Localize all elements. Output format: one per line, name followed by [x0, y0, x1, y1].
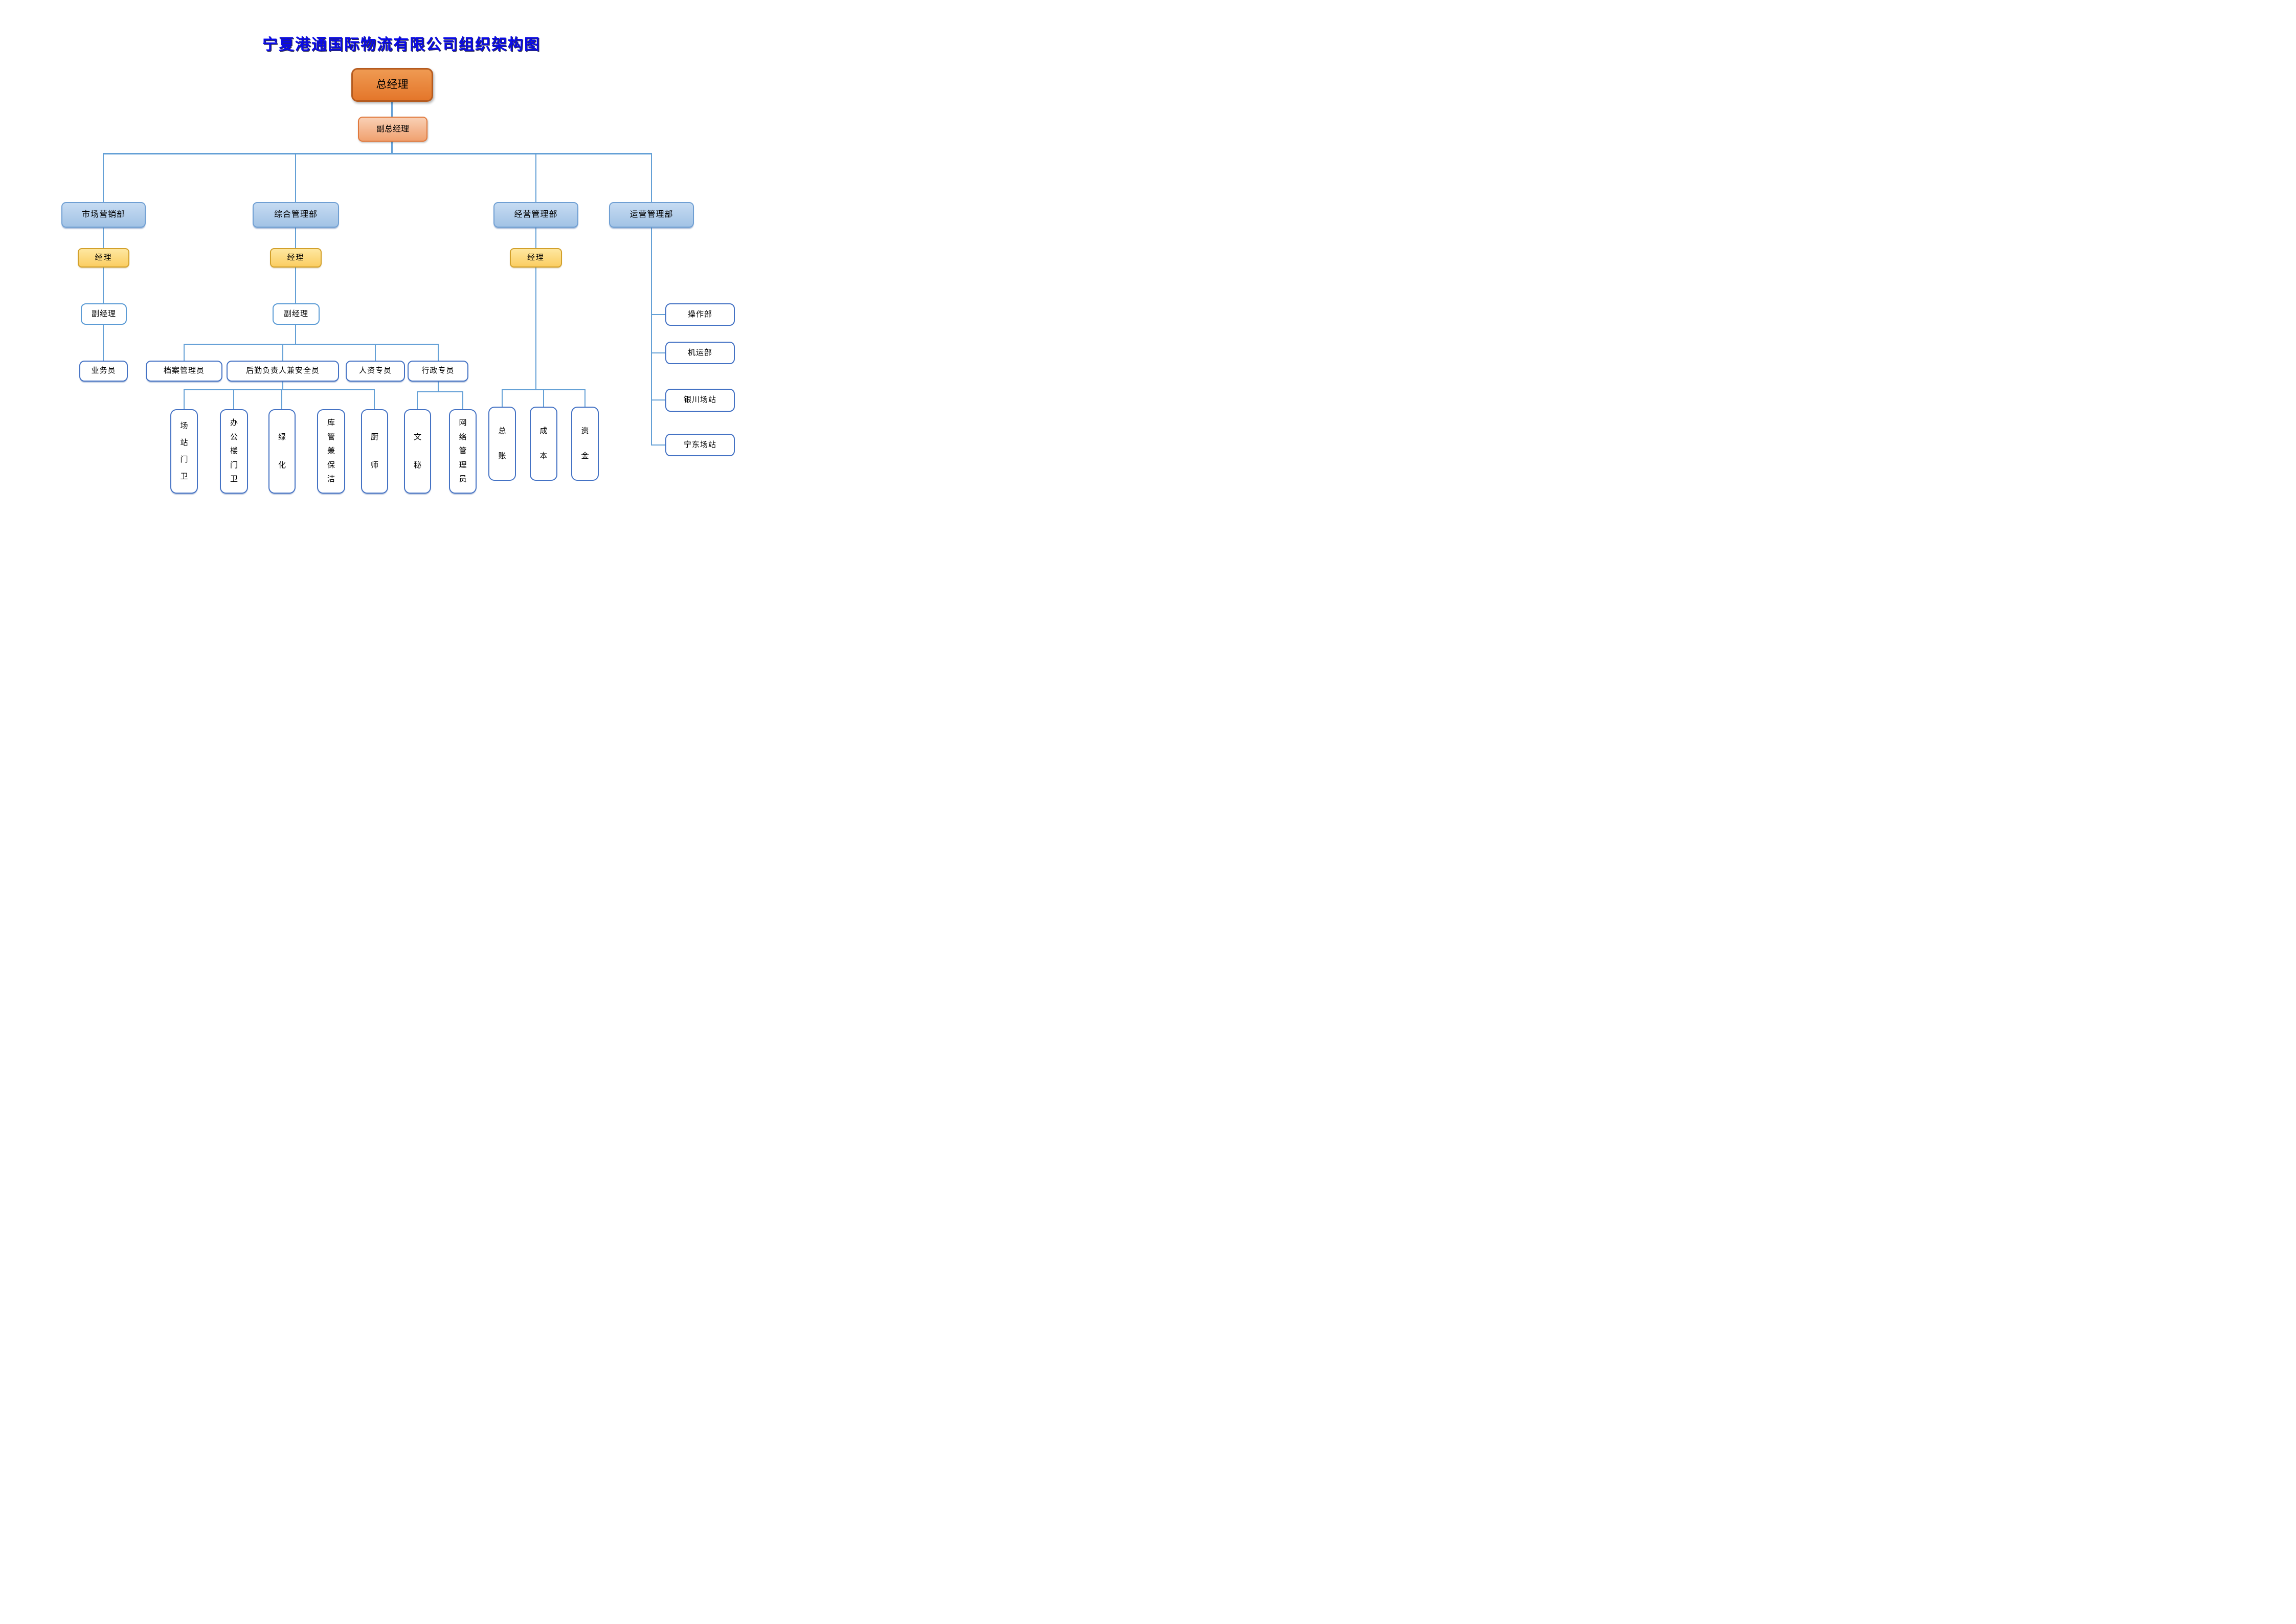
connector-stub-operation-dept	[651, 314, 665, 315]
node-deputy-general-manager: 副总经理	[358, 117, 427, 142]
connector-manager-deputy-mkt	[103, 268, 104, 303]
connector-drop-business	[535, 154, 536, 202]
connector-bus2	[184, 344, 439, 345]
connector-logistics-bus3	[282, 382, 283, 389]
connector-gm-dgm	[391, 102, 393, 117]
connector-admin-manager	[295, 228, 296, 248]
node-warehouse-cleaning: 库管兼保洁	[317, 409, 345, 494]
node-funds: 资金	[571, 407, 599, 481]
connector-main-bus	[103, 153, 652, 154]
connector-deputy-bus2	[295, 325, 296, 344]
node-business-mgmt-dept: 经营管理部	[493, 202, 578, 228]
node-operations-mgmt-dept: 运营管理部	[609, 202, 694, 228]
node-chef: 厨师	[361, 409, 388, 494]
connector-drop-admin	[295, 154, 296, 202]
node-yinchuan-station: 银川场站	[665, 389, 735, 412]
connector-marketing-manager	[103, 228, 104, 248]
node-marketing-deputy-manager: 副经理	[81, 303, 127, 325]
node-secretary: 文秘	[404, 409, 431, 494]
node-business-manager: 经理	[510, 248, 562, 268]
connector-stub-greening	[281, 389, 282, 409]
connector-stub-cost	[543, 389, 544, 407]
connector-dgm-bus	[391, 142, 393, 153]
connector-stub-ledger	[502, 389, 503, 407]
node-logistics-safety-officer: 后勤负责人兼安全员	[227, 361, 339, 382]
connector-drop-marketing	[103, 154, 104, 202]
connector-stub-station-guard	[184, 389, 185, 409]
connector-stub-funds	[584, 389, 586, 407]
connector-bus4	[417, 391, 463, 392]
connector-stub-logistics	[282, 344, 283, 361]
connector-stub-ningdong	[651, 444, 665, 446]
node-salesperson: 业务员	[79, 361, 128, 382]
connector-manager-deputy-adm	[295, 268, 296, 303]
node-admin-manager: 经理	[270, 248, 322, 268]
connector-stub-office-guard	[233, 389, 234, 409]
node-cost: 成本	[530, 407, 557, 481]
node-general-admin-dept: 综合管理部	[253, 202, 339, 228]
node-general-manager: 总经理	[351, 68, 433, 102]
connector-deputy-salesperson	[103, 325, 104, 361]
node-admin-specialist: 行政专员	[408, 361, 468, 382]
node-office-building-guard: 办公楼门卫	[220, 409, 248, 494]
connector-stub-admin-spec	[438, 344, 439, 361]
connector-business-manager	[535, 228, 536, 248]
connector-manager-bus5	[535, 268, 536, 389]
node-greening: 绿化	[268, 409, 296, 494]
connector-stub-hr	[375, 344, 376, 361]
connector-stub-network-admin	[462, 391, 463, 409]
node-machine-transport-dept: 机运部	[665, 342, 735, 364]
node-marketing-dept: 市场营销部	[61, 202, 146, 228]
connector-stub-machine-dept	[651, 352, 665, 353]
connector-stub-yinchuan	[651, 399, 665, 401]
node-network-admin: 网络管理员	[449, 409, 477, 494]
connector-stub-chef	[374, 389, 375, 409]
connector-drop-operations	[651, 154, 652, 202]
node-archive-clerk: 档案管理员	[146, 361, 222, 382]
connector-operations-trunk	[651, 228, 652, 446]
node-operation-dept: 操作部	[665, 303, 735, 326]
node-ningdong-station: 宁东场站	[665, 434, 735, 456]
org-chart-page: 宁夏港通国际物流有限公司组织架构图 总经理 副总经理 市场营销部 综合管理部 经…	[0, 0, 790, 559]
connector-adminspec-bus4	[438, 382, 439, 391]
connector-stub-secretary	[417, 391, 418, 409]
node-station-guard: 场站门卫	[170, 409, 198, 494]
node-hr-specialist: 人资专员	[346, 361, 405, 382]
node-general-ledger: 总账	[488, 407, 516, 481]
connector-stub-archive	[184, 344, 185, 361]
connector-bus3	[184, 389, 375, 390]
node-marketing-manager: 经理	[78, 248, 129, 268]
chart-title: 宁夏港通国际物流有限公司组织架构图	[262, 36, 541, 53]
node-admin-deputy-manager: 副经理	[273, 303, 320, 325]
